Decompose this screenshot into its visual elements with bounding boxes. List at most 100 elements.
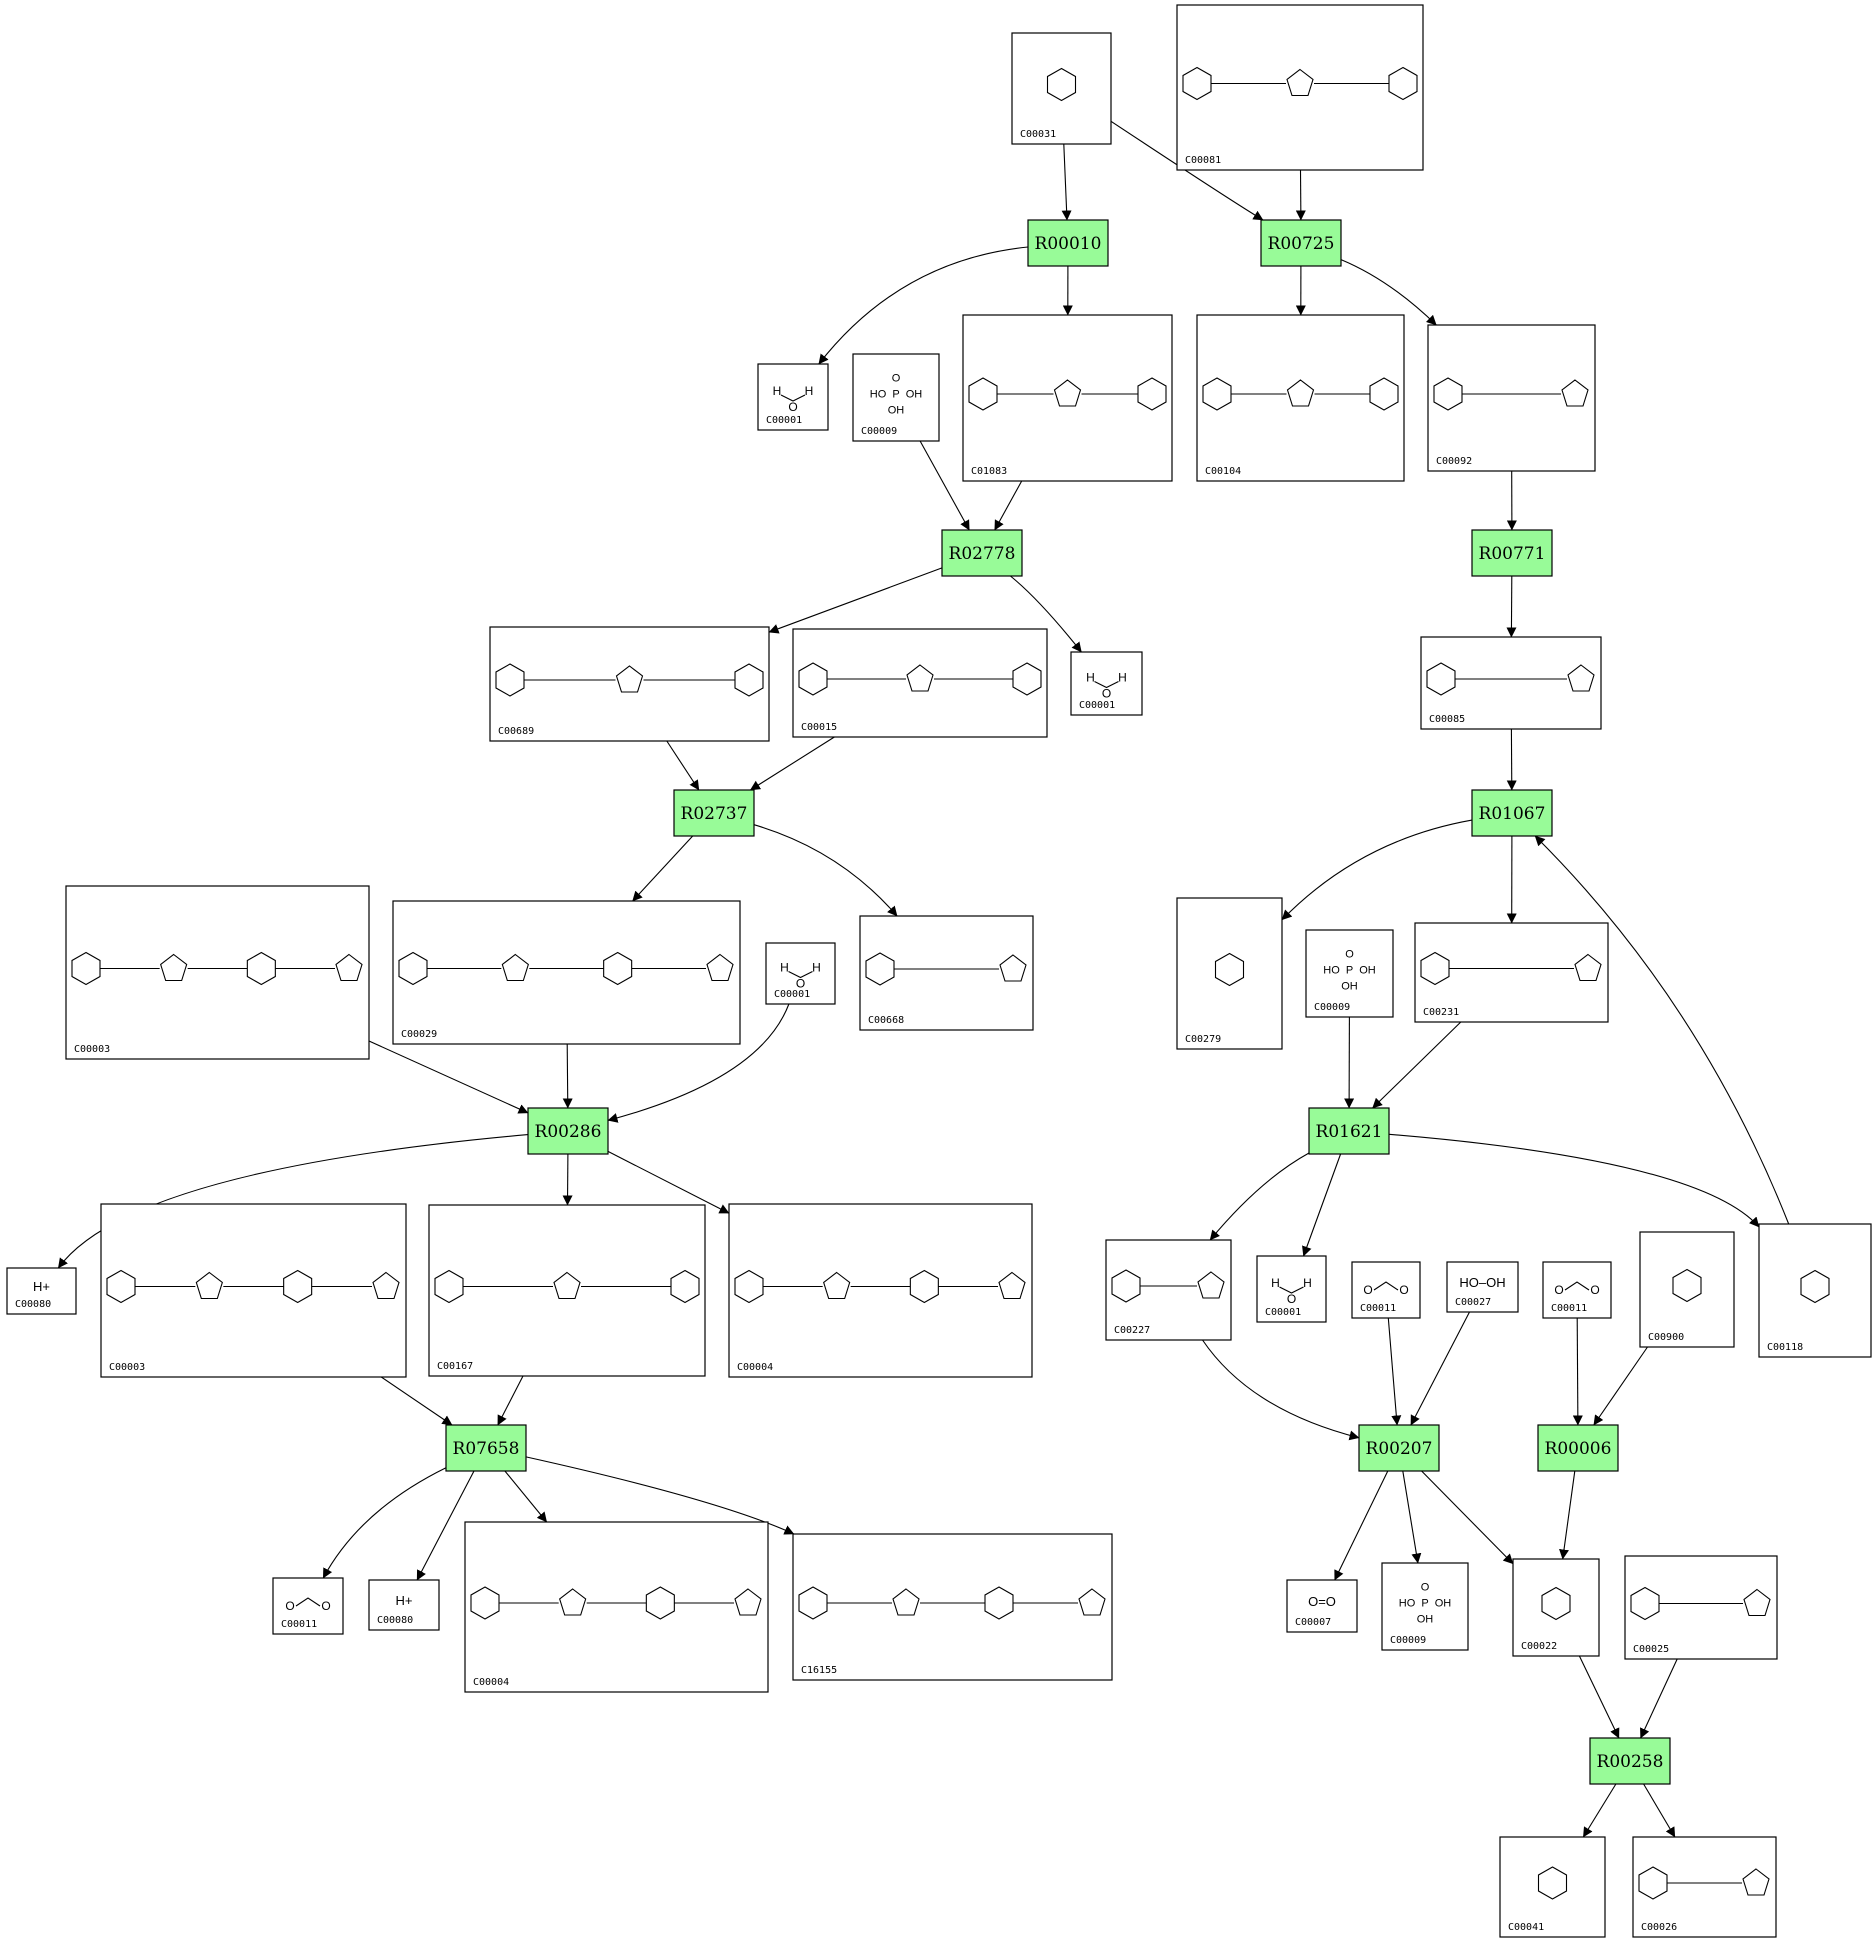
compound-id-label: C00001 [766,415,802,426]
compound-box [464,1521,769,1693]
reaction-R00258[interactable]: R00258 [1589,1737,1671,1785]
compound-box [859,915,1034,1031]
compound-C00104[interactable]: C00104 [1196,314,1405,482]
compound-id-label: C00031 [1020,129,1056,140]
edge-R00006-C00022 [1559,1470,1576,1560]
edge-R00010-C00001a [818,246,1029,365]
compound-C00015[interactable]: C00015 [792,628,1048,738]
reaction-R01067[interactable]: R01067 [1471,789,1553,837]
chem-label: O [1287,1292,1296,1306]
compound-box [765,942,836,1005]
reaction-R07658[interactable]: R07658 [445,1424,527,1472]
compound-box [1286,1579,1358,1633]
chem-label: H [1118,671,1127,685]
edge-R01067-C00279 [1281,819,1473,921]
edge-C01083-R02778 [994,480,1023,531]
compound-box [728,1203,1033,1378]
compound-id-label: C01083 [971,466,1007,477]
co2-bonds [1564,1281,1590,1291]
reaction-R01621[interactable]: R01621 [1308,1107,1390,1155]
compound-C01083[interactable]: C01083 [962,314,1173,482]
chem-label: O [1421,1582,1430,1594]
compound-C00004a[interactable]: C00004 [728,1203,1033,1378]
compound-id-label: C00004 [473,1677,509,1688]
compound-box [1758,1223,1872,1358]
compound-C00004b[interactable]: C00004 [464,1521,769,1693]
compound-C00279[interactable]: C00279 [1176,897,1283,1050]
compound-id-label: C00668 [868,1015,904,1026]
compound-C00118[interactable]: C00118 [1758,1223,1872,1358]
compound-box [792,628,1048,738]
reaction-R00771[interactable]: R00771 [1471,529,1553,577]
edge-C00025-R00258 [1640,1658,1678,1739]
reaction-R00725[interactable]: R00725 [1260,219,1342,267]
water-bonds [788,971,813,979]
reaction-label: R00725 [1268,234,1335,254]
compound-C00231[interactable]: C00231 [1414,922,1609,1023]
edge-C00003b-R07658 [380,1376,453,1426]
compound-C00085[interactable]: C00085 [1420,636,1602,730]
reaction-R00286[interactable]: R00286 [527,1107,609,1155]
compound-C00092[interactable]: C00092 [1427,324,1596,472]
reaction-label: R07658 [453,1439,520,1459]
edge-C00689-R02737 [666,740,700,791]
compound-id-label: C00009 [1390,1635,1426,1646]
compound-C00668[interactable]: C00668 [859,915,1034,1031]
chem-label: HO [1323,965,1340,977]
chem-label: O [285,1599,294,1613]
edge-C00167-R07658 [497,1375,524,1426]
reaction-R00207[interactable]: R00207 [1358,1424,1440,1472]
compound-box [1499,1836,1606,1938]
compound-C00080b[interactable]: H+C00080 [368,1579,440,1631]
chem-label: OH [1435,1598,1452,1610]
reaction-R02737[interactable]: R02737 [673,789,755,837]
chem-label: OH [1417,1614,1434,1626]
compound-C00003b[interactable]: C00003 [100,1203,407,1378]
edge-C00011b-R00006 [1572,1317,1583,1426]
compound-C00689[interactable]: C00689 [489,626,770,742]
compound-C00026[interactable]: C00026 [1632,1836,1777,1938]
chem-label: P [892,389,899,401]
compound-box [489,626,770,742]
edges-layer [57,120,1790,1838]
compound-C00227[interactable]: C00227 [1105,1239,1232,1341]
compound-id-label: C00227 [1114,1325,1150,1336]
edge-R00286-C00004a [607,1150,730,1214]
compound-C00003a[interactable]: C00003 [65,885,370,1060]
edge-R00725-C00092 [1340,259,1437,326]
compound-C00080a[interactable]: H+C00080 [6,1267,77,1315]
compound-id-label: C00104 [1205,466,1241,477]
reaction-R00010[interactable]: R00010 [1027,219,1109,267]
compound-C00041[interactable]: C00041 [1499,1836,1606,1938]
compound-C00081[interactable]: C00081 [1176,4,1424,171]
reaction-label: R01621 [1316,1122,1383,1142]
reaction-box [1358,1424,1440,1472]
chem-label: O [1345,949,1354,961]
compound-id-label: C00026 [1641,1922,1677,1933]
compound-C00029[interactable]: C00029 [392,900,741,1045]
compound-C16155[interactable]: C16155 [792,1533,1113,1681]
reaction-box [527,1107,609,1155]
compound-C00031[interactable]: C00031 [1011,32,1112,145]
reaction-R02778[interactable]: R02778 [941,529,1023,577]
compound-C00167[interactable]: C00167 [428,1204,706,1377]
compound-C00900[interactable]: C00900 [1639,1231,1735,1348]
compound-C00022[interactable]: C00022 [1512,1558,1600,1657]
compound-C00025[interactable]: C00025 [1624,1555,1778,1660]
compound-id-label: C00007 [1295,1617,1331,1628]
reaction-R00006[interactable]: R00006 [1537,1424,1619,1472]
compound-box [1070,651,1143,716]
